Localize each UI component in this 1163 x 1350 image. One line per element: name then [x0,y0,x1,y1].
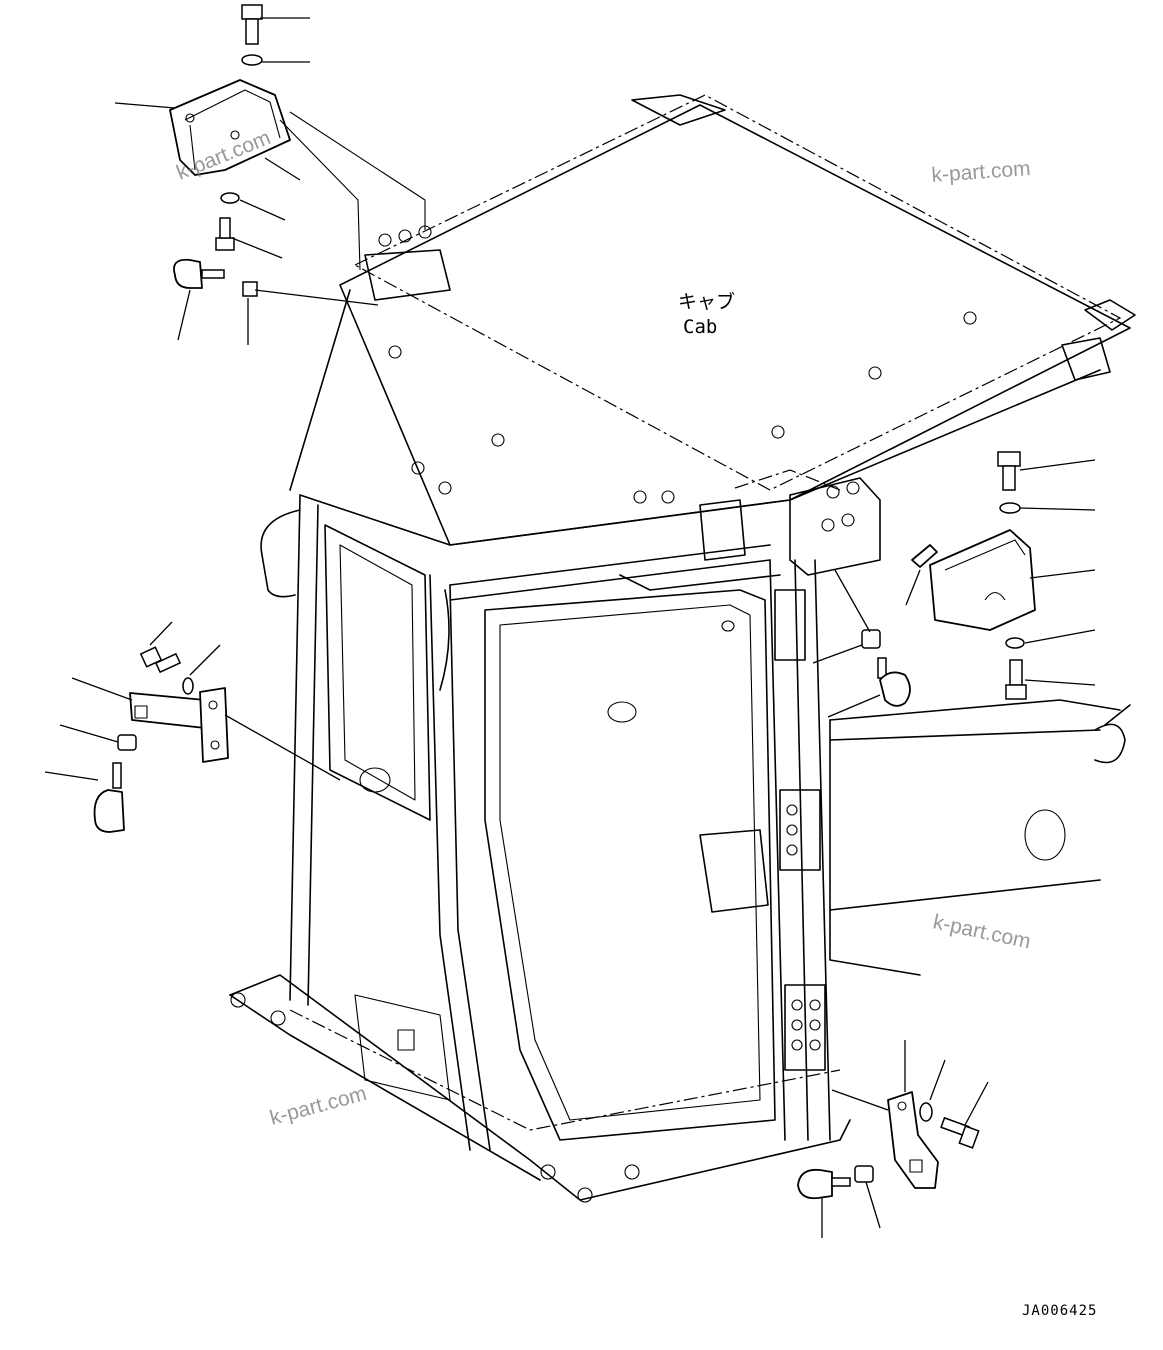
watermark-3: k-part.com [931,910,1033,953]
bottom-right-mount-group [797,1040,989,1238]
nut-left-bracket [117,734,137,751]
bolt-top-left [241,4,263,45]
cover-bracket-right [911,529,1036,631]
bolt-bottom-right [940,1116,980,1149]
watermark-4: k-part.com [267,1082,369,1130]
rubber-stopper-bottom-right [797,1168,851,1200]
cab-label-en: Cab [683,316,717,338]
cab-label-jp: キャブ [678,290,735,313]
nut-right-mid [861,629,881,649]
rubber-stopper-left [93,762,125,833]
right-top-mount-group [812,451,1096,718]
rubber-stopper-right [877,657,911,707]
cab-frame [229,469,1131,1203]
nut-bottom-right [854,1165,874,1183]
washer-right-mid [1005,637,1025,649]
nut-left-mid [242,281,258,297]
washer-bottom-right [919,1102,933,1122]
washer-right-top [999,502,1021,514]
left-mid-mount-group [44,621,341,833]
bolt-left-mid [215,217,235,251]
washer-left-bracket [182,677,194,695]
top-left-mount-group [114,4,426,345]
washer-top-left [241,54,263,66]
rubber-stopper-top-left [173,258,225,289]
washer-left-mid [220,192,240,204]
drawing-code: JA006425 [1022,1303,1097,1319]
cab-roof [289,94,1136,546]
mounting-bracket-left [129,687,229,763]
watermark-1: k-part.com [931,157,1032,187]
bolt-right-top [997,451,1021,491]
bolt-left-bracket [139,646,182,674]
mounting-bracket-bottom-right [887,1091,939,1189]
bolt-right-mid [1005,659,1027,700]
cover-bracket-top-left [169,79,291,176]
